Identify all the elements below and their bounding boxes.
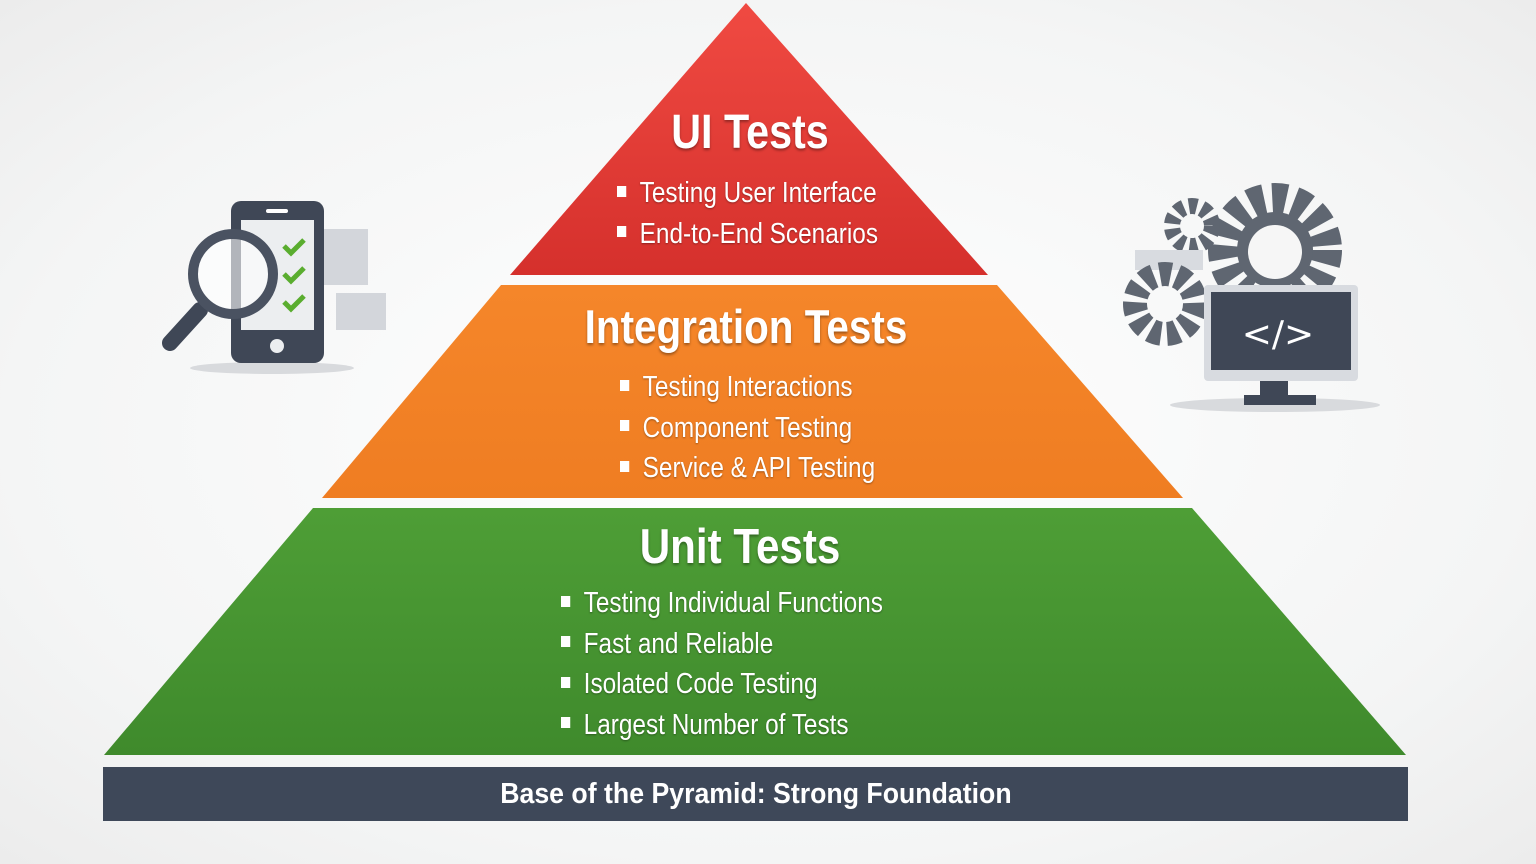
foundation-bar: Base of the Pyramid: Strong Foundation <box>103 767 1408 821</box>
mobile-testing-magnifier-icon <box>162 201 386 374</box>
tier-ui-list: Testing User Interface End-to-End Scenar… <box>617 173 878 254</box>
list-item: Largest Number of Tests <box>561 705 883 746</box>
tier-unit-title: Unit Tests <box>639 520 841 574</box>
list-item: Testing Interactions <box>620 367 875 408</box>
gears-code-monitor-icon: </> <box>1123 183 1380 412</box>
list-item: End-to-End Scenarios <box>617 214 878 255</box>
list-item: Fast and Reliable <box>561 624 883 665</box>
tier-unit-list: Testing Individual Functions Fast and Re… <box>561 583 883 745</box>
tier-integration-list: Testing Interactions Component Testing S… <box>620 367 875 489</box>
code-glyph: </> <box>1242 314 1314 355</box>
tier-integration-title: Integration Tests <box>584 300 908 353</box>
list-item: Isolated Code Testing <box>561 664 883 705</box>
foundation-label: Base of the Pyramid: Strong Foundation <box>499 778 1012 810</box>
list-item: Component Testing <box>620 408 875 449</box>
list-item: Service & API Testing <box>620 448 875 489</box>
tier-ui-title: UI Tests <box>671 106 829 159</box>
list-item: Testing Individual Functions <box>561 583 883 624</box>
list-item: Testing User Interface <box>617 173 878 214</box>
